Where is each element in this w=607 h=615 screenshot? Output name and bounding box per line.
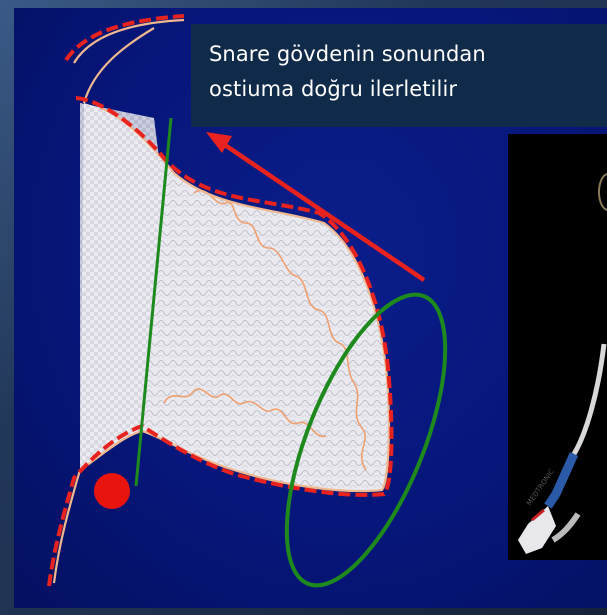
snare-device-image: MEDTRONIC — [508, 134, 607, 560]
caption-line-1: Snare gövdenin sonundan — [209, 42, 486, 66]
marker-dot — [94, 473, 130, 509]
caption-line-2: ostiuma doğru ilerletilir — [209, 77, 457, 101]
slide-canvas: Snare gövdenin sonundan ostiuma doğru il… — [14, 8, 607, 608]
device-photo: MEDTRONIC — [508, 134, 607, 560]
caption-box: Snare gövdenin sonundan ostiuma doğru il… — [191, 24, 607, 127]
